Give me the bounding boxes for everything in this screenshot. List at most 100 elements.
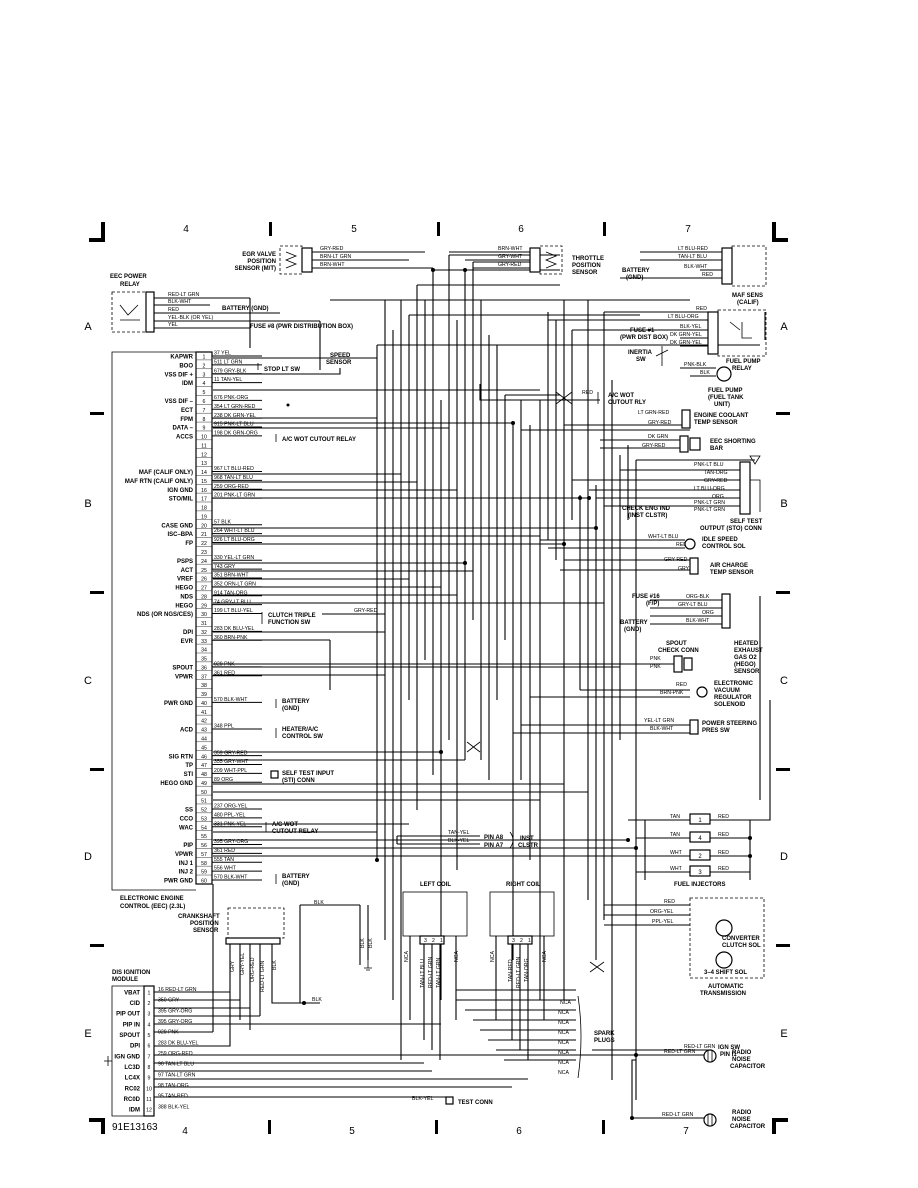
trans-label-1: AUTOMATIC xyxy=(708,984,744,990)
eec-pin-number: 52 xyxy=(201,808,207,814)
eec-pin-wire-label: 511 LT GRN xyxy=(214,359,243,365)
eec-pin-label: ISC–BPA xyxy=(167,532,193,538)
eec-pin-label: FP xyxy=(185,541,193,547)
cap1-wire: RED-LT GRN xyxy=(664,1049,695,1055)
sto-line-2: OUTPUT (STO) CONN xyxy=(700,526,762,532)
plug-wire-4: NCA xyxy=(558,1030,569,1036)
eec-relay-wire-1: RED-LT GRN xyxy=(168,292,199,298)
ps-line-2: PRES SW xyxy=(702,728,730,734)
eec-title-1: ELECTRONIC ENGINE xyxy=(120,896,184,902)
cap2-2: NOISE xyxy=(732,1117,751,1123)
cap2-1: RADIO xyxy=(732,1110,752,1116)
eec-pin-label: IDM xyxy=(182,381,193,387)
eec-pin-number: 14 xyxy=(201,470,207,476)
eec-pin-number: 3 xyxy=(203,372,206,378)
eec-pin-label: SPOUT xyxy=(172,665,193,671)
isc-line-1: IDLE SPEED xyxy=(702,537,738,543)
bottom-col-7: 7 xyxy=(683,1126,689,1137)
eec-pin-wire-label: 201 PNK-LT GRN xyxy=(214,493,255,499)
evr-wire-1: RED xyxy=(676,682,687,688)
eec-pin-number: 7 xyxy=(203,408,206,414)
fpr-line-1: FUEL PUMP xyxy=(726,359,761,365)
dis-pin-label: LC3D xyxy=(124,1065,140,1071)
eec-pin-wire-label: 556 WHT xyxy=(214,866,237,872)
eec-pin-number: 39 xyxy=(201,692,207,698)
eec-pin-label: DPI xyxy=(183,630,193,636)
ps-switch: YEL-LT GRN BLK-WHT POWER STEERING PRES S… xyxy=(644,718,757,735)
maf-wire-3: BLK-WHT xyxy=(684,264,708,270)
egr-line-2: POSITION xyxy=(247,259,276,265)
evr-label-1: ELECTRONIC xyxy=(714,681,754,687)
eec-pin-number: 33 xyxy=(201,639,207,645)
hego-label-2: EXHAUST xyxy=(734,648,763,654)
plug-wire-3: NCA xyxy=(558,1020,569,1026)
dis-pin-wire-label: 16 RED-LT GRN xyxy=(158,987,197,993)
eec-relay-fuse: FUSE #8 (PWR DISTRIBUTION BOX) xyxy=(250,324,353,330)
dis-title-2: MODULE xyxy=(112,977,138,983)
dis-pin-number: 2 xyxy=(148,1001,151,1007)
dis-pin-wire-label: 929 PNK xyxy=(158,1030,179,1036)
harness-wires xyxy=(213,254,771,1100)
fpr-wire-3: BLK-YEL xyxy=(680,324,701,330)
row-d-right: D xyxy=(780,851,788,863)
eec-pin-number: 51 xyxy=(201,799,207,805)
dis-pin-label: LC4X xyxy=(125,1076,140,1082)
eec-pin-number: 25 xyxy=(201,568,207,574)
evr-label-2: VACUUM xyxy=(714,688,740,694)
hego-sensor: FUSE #16 (F/P) ORG-BLK GRY-LT BLU ORG BL… xyxy=(620,593,763,675)
dis-pin-label: DPI xyxy=(130,1044,140,1050)
eec-pin-wire-label: 348 PPL xyxy=(214,724,234,730)
eec-pin-label: HEGO xyxy=(175,586,193,592)
fpr-wire-1: RED xyxy=(696,306,707,312)
eec-pin-wire-label: 926 LT BLU-ORG xyxy=(214,537,255,543)
battery-gnd-60-2: (GND) xyxy=(282,881,299,887)
row-b-right: B xyxy=(780,498,787,510)
eec-pin-wire-label: 89 ORG xyxy=(214,777,233,783)
eec-pin-number: 18 xyxy=(201,506,207,512)
dis-pin-label: RC0D xyxy=(124,1097,141,1103)
eec-pin-label: WAC xyxy=(179,825,194,831)
inj-row4-right: RED xyxy=(718,866,729,872)
eec-pin-number: 15 xyxy=(201,479,207,485)
eec-pin-label: STI xyxy=(184,772,194,778)
trans-wire-1: RED xyxy=(664,899,675,905)
right-coil-pin-1: 1 xyxy=(528,938,531,944)
ckp-wire-3: ORG-RED xyxy=(250,957,256,982)
eec-pin-number: 13 xyxy=(201,461,207,467)
inj-row4-num: 3 xyxy=(698,870,702,876)
eec-pin-number: 9 xyxy=(203,426,206,432)
eec-pin-label: EVR xyxy=(181,639,194,645)
sto-wire-5: ORG xyxy=(712,494,724,500)
eec-relay-wire-2: BLK-WHT xyxy=(168,299,192,305)
ckp-blk-top: BLK xyxy=(314,900,324,906)
eec-pin-number: 4 xyxy=(203,381,206,387)
sto-check-1: CHECK ENG IND xyxy=(622,506,671,512)
fpr-pnk-blk: PNK-BLK xyxy=(684,362,707,368)
hego-battery-2: (GND) xyxy=(624,627,641,633)
clutch-switch: CLUTCH TRIPLE FUNCTION SW GRY-RED xyxy=(261,608,385,626)
eec-pin-label: KAPWR xyxy=(170,355,193,361)
clutch-wire: GRY-RED xyxy=(354,608,378,614)
eec-pin-wire-label: 331 PNK-YEL xyxy=(214,821,246,827)
fpr-inertia-2: SW xyxy=(636,357,646,363)
eec-pin-wire-label: 679 GRY-BLK xyxy=(214,368,247,374)
top-col-7: 7 xyxy=(685,224,691,235)
eec-pin-number: 16 xyxy=(201,488,207,494)
fpr-wire-5: DK GRN-YEL xyxy=(670,340,702,346)
eec-pin-label: PSPS xyxy=(177,559,193,565)
evr-label-4: SOLENOID xyxy=(714,702,746,708)
inst-clstr: TAN-YEL BLK-YEL PIN A8 PIN A7 INST CLSTR xyxy=(396,830,539,849)
right-coil-wire-3: RED-LT GRN xyxy=(516,957,522,988)
dis-pin-wire-label: 98 TAN-ORG xyxy=(158,1083,189,1089)
inj-row3-num: 2 xyxy=(698,854,702,860)
eec-module: ELECTRONIC ENGINE CONTROL (EEC) (2.3L) 1… xyxy=(111,351,262,910)
idle-speed-sol: WHT-LT BLU RED IDLE SPEED CONTROL SOL xyxy=(648,534,746,550)
hego-label-5: SENSOR xyxy=(734,669,760,675)
row-a-right: A xyxy=(780,321,788,333)
dis-pin-number: 1 xyxy=(148,990,151,996)
eec-pin-number: 35 xyxy=(201,657,207,663)
dis-pin-wire-label: 283 DK BLU-YEL xyxy=(158,1040,198,1046)
row-d-left: D xyxy=(84,851,92,863)
maf-sensor: LT BLU-RED TAN-LT BLU BLK-WHT RED BATTER… xyxy=(620,245,767,306)
eec-pin-wire-label: 351 BRN-WHT xyxy=(214,573,249,579)
